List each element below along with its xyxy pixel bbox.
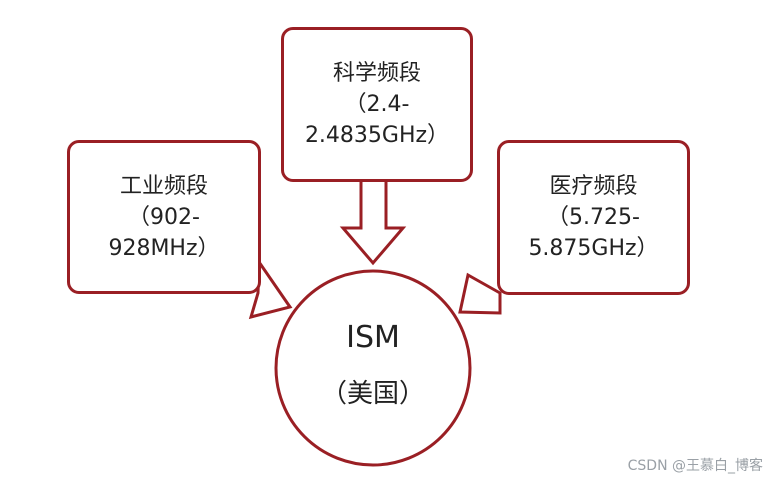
ism-circle	[274, 269, 472, 467]
csdn-watermark: CSDN @王慕白_博客	[627, 458, 763, 474]
ism-subtitle: （美国）	[320, 379, 425, 409]
ism-title: ISM	[346, 320, 400, 355]
arrow-medical	[458, 272, 502, 315]
medical-band-range-end: 5.875GHz）	[528, 236, 659, 261]
medical-band-name: 医疗频段	[549, 174, 638, 199]
industrial-band-name: 工业频段	[119, 173, 208, 199]
industrial-band-range-start: （902-	[128, 204, 200, 230]
scientific-band-box: 科学频段 （2.4- 2.4835GHz）	[281, 27, 473, 182]
scientific-band-range-end: 2.4835GHz）	[304, 123, 450, 148]
scientific-band-range-start: （2.4-	[344, 92, 410, 117]
industrial-band-box: 工业频段 （902- 928MHz）	[67, 140, 261, 294]
scientific-band-name: 科学频段	[332, 61, 421, 86]
arrow-scientific	[339, 178, 407, 266]
medical-band-range-start: （5.725-	[547, 205, 640, 230]
medical-band-box: 医疗频段 （5.725- 5.875GHz）	[497, 140, 690, 295]
industrial-band-range-end: 928MHz）	[108, 235, 220, 261]
